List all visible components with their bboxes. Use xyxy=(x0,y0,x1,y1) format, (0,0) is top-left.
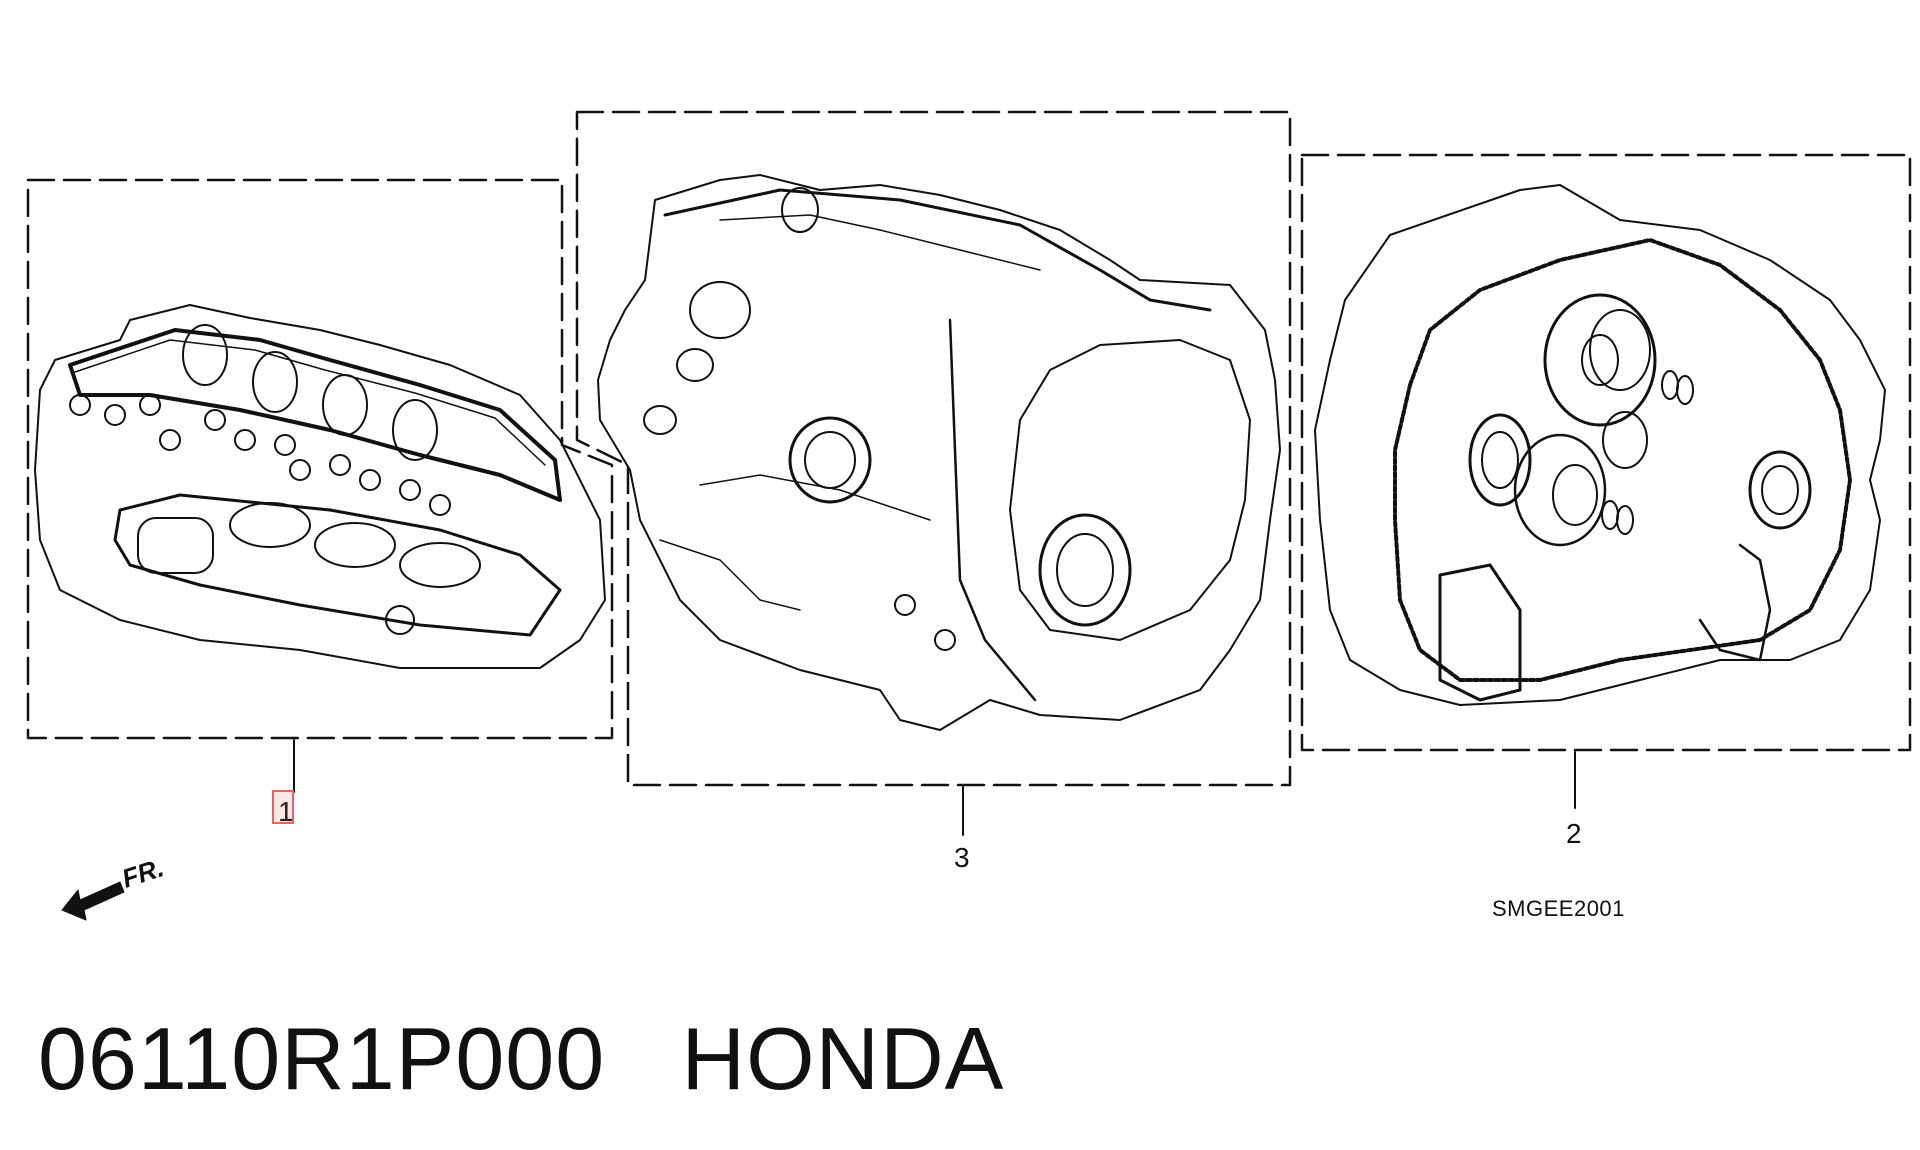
front-direction-arrow-icon xyxy=(61,881,125,921)
callout-3: 3 xyxy=(954,842,970,873)
cylinder-head-illustration xyxy=(34,304,606,669)
brand-name: HONDA xyxy=(681,1009,1005,1108)
panel-1-frame xyxy=(26,178,614,740)
callout-1: 1 xyxy=(278,796,294,827)
panel-3-frame xyxy=(575,110,1292,787)
callout-2: 2 xyxy=(1566,818,1582,849)
diagram-code: SMGEE2001 xyxy=(1492,896,1625,921)
transmission-case-illustration xyxy=(1314,184,1886,706)
engine-block-illustration xyxy=(597,174,1281,731)
highlight-marker[interactable] xyxy=(272,790,294,824)
page-title: 06110R1P000 HONDA xyxy=(38,1008,1004,1110)
panel-2-frame xyxy=(1300,153,1912,752)
part-number: 06110R1P000 xyxy=(38,1009,606,1108)
